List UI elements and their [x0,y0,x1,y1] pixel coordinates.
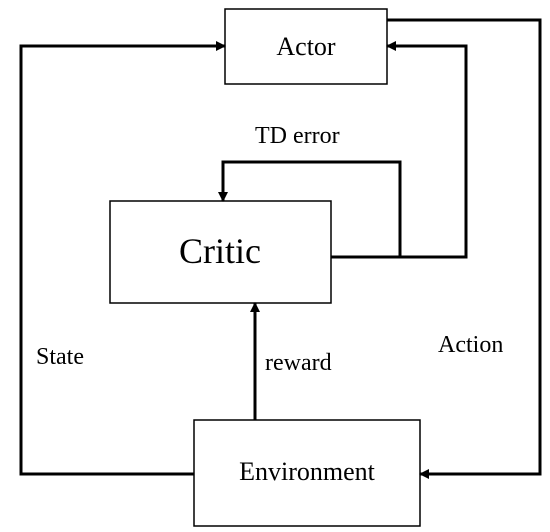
critic-box [109,200,332,304]
reward-label: reward [265,350,332,376]
actor-box [224,8,388,85]
critic-label: Critic [179,231,261,271]
critic-node: Critic [109,200,332,304]
environment-box [193,419,421,527]
actor-label: Actor [276,32,336,61]
action-connector [387,18,542,479]
environment-label: Environment [239,457,376,486]
environment-node: Environment [193,419,421,527]
td-error-connector [218,160,402,257]
actor-node: Actor [224,8,388,85]
state-connector [19,41,226,476]
state-label: State [36,344,84,370]
action-label: Action [438,332,503,358]
td-error-label: TD error [255,123,340,149]
